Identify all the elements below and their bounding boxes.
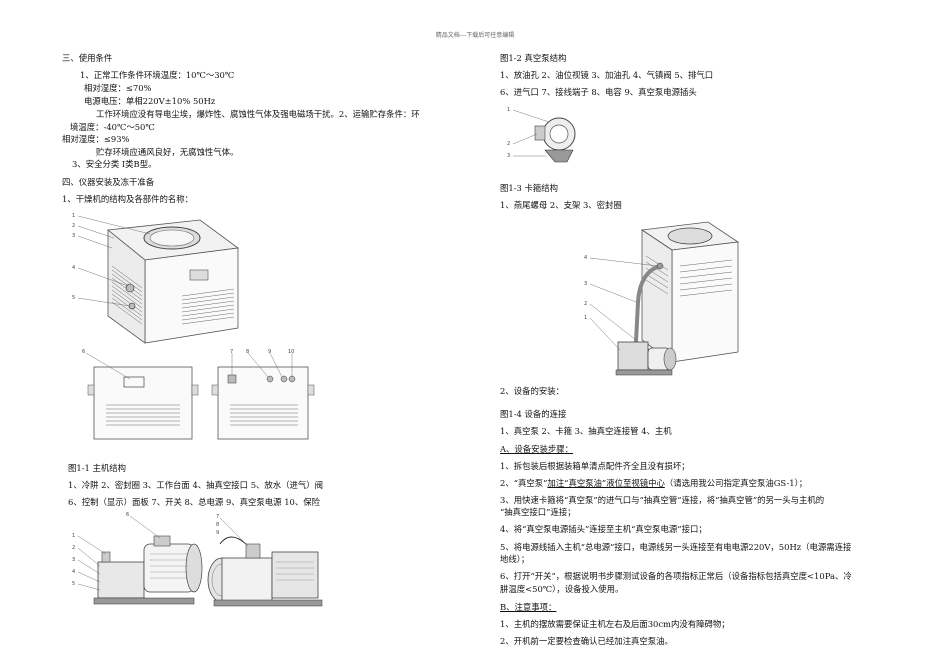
steps-a-title: A、设备安装步骤： bbox=[500, 444, 574, 454]
fig-1-2-items-1: 1、放油孔 2、油位视镜 3、加油孔 4、气镇阀 5、排气口 bbox=[500, 70, 714, 80]
step-3-line-1: 3、用快速卡箍将“真空泵”的进气口与“抽真空管”连接，将“抽真空管”的另一头与主… bbox=[500, 495, 825, 505]
assembly-label-1: 1 bbox=[584, 315, 587, 321]
condition-environment: 工作环境应没有导电尘埃，爆炸性、腐蚀性气体及强电磁场干扰。2、运输贮存条件：环 bbox=[96, 109, 420, 119]
label-8: 8 bbox=[246, 349, 249, 355]
label-4: 4 bbox=[72, 265, 75, 271]
condition-voltage: 电源电压：单相220V±10% 50Hz bbox=[84, 96, 216, 106]
fig-1-3-caption: 图1-3 卡箍结构 bbox=[500, 183, 559, 193]
storage-environment: 贮存环境应通风良好，无腐蚀性气体。 bbox=[96, 147, 239, 157]
note-1: 1、主机的摆放需要保证主机左右及后面30cm内没有障碍物； bbox=[500, 619, 730, 629]
label-1: 1 bbox=[72, 213, 75, 219]
pump-label-2: 2 bbox=[72, 545, 75, 551]
pump-label-8: 8 bbox=[216, 522, 219, 528]
assembly-drawing: 4 3 2 1 bbox=[584, 221, 740, 376]
step-4: 4、将“真空泵电源插头”连接至主机“真空泵电源”接口； bbox=[500, 524, 707, 534]
fig-1-1-caption: 图1-1 主机结构 bbox=[68, 463, 127, 473]
step-1: 1、拆包装后根据装箱单清点配件齐全且没有损坏； bbox=[500, 461, 690, 471]
fig-1-1-items-2: 6、控制（显示）面板 7、开关 8、总电源 9、真空泵电源 10、保险 bbox=[68, 497, 320, 507]
condition-humidity: 相对湿度：≤70% bbox=[84, 83, 152, 93]
step-2: 2、“真空泵”加注“真空泵油”液位至视镜中心（请选用我公司指定真空泵油GS-1）… bbox=[500, 477, 807, 489]
step-5-line-1: 5、将电源线插入主机“总电源”接口，电源线另一头连接至有电电源220V，50Hz… bbox=[500, 542, 852, 552]
section-4-title: 四、仪器安装及冻干准备 bbox=[62, 177, 155, 187]
assembly-label-2: 2 bbox=[584, 301, 587, 307]
assembly-label-3: 3 bbox=[584, 281, 587, 287]
fig-1-1-items-1: 1、冷阱 2、密封圈 3、工作台面 4、抽真空接口 5、放水（进气）阀 bbox=[68, 480, 324, 490]
label-3: 3 bbox=[72, 233, 75, 239]
step-2-underlined: 加注“真空泵油”液位至视镜中心 bbox=[547, 478, 665, 488]
vacuum-pump-drawings: 1 2 3 4 5 6 7 8 9 bbox=[72, 512, 323, 607]
pump-label-4: 4 bbox=[72, 569, 75, 575]
main-unit-drawing: 1 2 3 4 5 bbox=[72, 213, 240, 344]
pump-label-6: 6 bbox=[126, 512, 129, 518]
front-back-views: 6 7 8 9 10 bbox=[82, 349, 315, 440]
step-2-suffix: （请选用我公司指定真空泵油GS-1）； bbox=[664, 478, 808, 488]
fig-1-2-items-2: 6、进气口 7、接线端子 8、电容 9、真空泵电源插头 bbox=[500, 87, 697, 97]
clamp-label-1: 1 bbox=[507, 107, 510, 113]
assembly-label-4: 4 bbox=[584, 255, 587, 261]
step-2-prefix: 2、“真空泵” bbox=[500, 478, 548, 488]
pump-label-1: 1 bbox=[72, 533, 75, 539]
clamp-label-2: 2 bbox=[507, 141, 510, 147]
section-3-title: 三、使用条件 bbox=[62, 53, 113, 63]
pump-label-3: 3 bbox=[72, 557, 75, 563]
step-6-line-2: 肼温度<50℃），设备投入使用。 bbox=[500, 584, 624, 594]
label-5: 5 bbox=[72, 295, 75, 301]
label-9: 9 bbox=[268, 349, 271, 355]
label-2: 2 bbox=[72, 223, 75, 229]
label-10: 10 bbox=[288, 349, 294, 355]
pump-label-7: 7 bbox=[216, 514, 219, 520]
step-3-line-2: “抽真空接口”连接； bbox=[500, 507, 576, 517]
structure-intro: 1、干燥机的结构及各部件的名称： bbox=[62, 194, 193, 204]
clamp-label-3: 3 bbox=[507, 153, 510, 159]
condition-temp: 1、正常工作条件环境温度：10℃～30℃ bbox=[80, 70, 235, 80]
page-header: 精品文档---下载后可任意编辑 bbox=[435, 32, 515, 39]
note-2: 2、开机前一定要检查确认已经加注真空泵油。 bbox=[500, 636, 673, 646]
fig-1-3-items: 1、燕尾螺母 2、支架 3、密封圈 bbox=[500, 200, 622, 210]
storage-humidity: 相对湿度：≤93% bbox=[62, 134, 130, 144]
fig-1-2-caption: 图1-2 真空泵结构 bbox=[500, 53, 567, 63]
storage-temp: 境温度：-40℃～50℃ bbox=[70, 122, 155, 132]
fig-1-4-caption: 图1-4 设备的连接 bbox=[500, 409, 567, 419]
label-7: 7 bbox=[230, 349, 233, 355]
fig-1-4-items: 1、真空泵 2、卡箍 3、抽真空连接管 4、主机 bbox=[500, 426, 672, 436]
pump-label-9: 9 bbox=[216, 530, 219, 536]
clamp-drawing: 1 2 3 bbox=[507, 107, 576, 163]
notes-b-title: B、注意事项： bbox=[500, 602, 557, 612]
install-title: 2、设备的安装： bbox=[500, 386, 564, 396]
step-6-line-1: 6、打开“开关”，根据说明书步骤测试设备的各项指标正常后（设备指标包括真空度<1… bbox=[500, 571, 852, 581]
pump-label-5: 5 bbox=[72, 581, 75, 587]
label-6: 6 bbox=[82, 349, 85, 355]
safety-class: 3、安全分类 I类B型。 bbox=[72, 159, 157, 169]
step-5-line-2: 地线）； bbox=[500, 554, 530, 564]
